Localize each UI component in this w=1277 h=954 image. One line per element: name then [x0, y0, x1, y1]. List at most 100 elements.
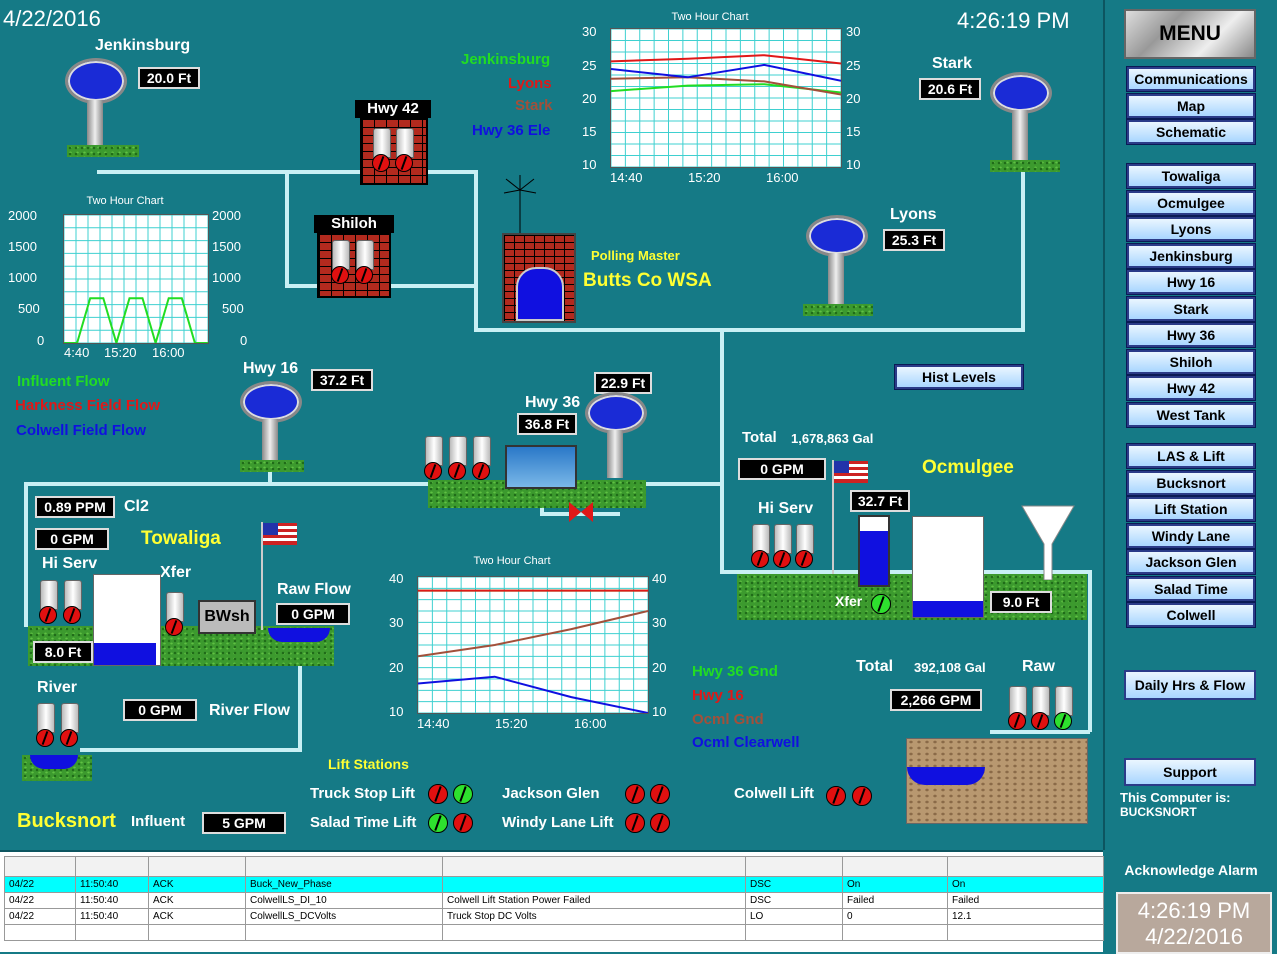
- mid-legend-3: Ocml Clearwell: [692, 734, 800, 751]
- polling-master-building[interactable]: [502, 233, 576, 323]
- ocmulgee-level: 32.7 Ft: [850, 490, 910, 512]
- towaliga-flag-icon: [260, 520, 300, 630]
- series-line-ocml-gnd: [417, 610, 649, 658]
- daily-hrs-button[interactable]: Daily Hrs & Flow: [1124, 670, 1256, 700]
- header-time: 4:26:19 PM: [957, 8, 1070, 33]
- nav-hwy-36[interactable]: Hwy 36: [1127, 323, 1255, 347]
- salad-time-ind-b[interactable]: [453, 813, 473, 833]
- colwell-ind-b[interactable]: [852, 786, 872, 806]
- bucksnort-name: Bucksnort: [17, 810, 116, 832]
- series-line-influent-flow: [64, 297, 208, 347]
- hist-levels-button[interactable]: Hist Levels: [895, 365, 1023, 389]
- river-flow-value: 0 GPM: [123, 699, 197, 721]
- funnel-icon: [1020, 504, 1076, 581]
- hwy42-label: Hwy 42: [355, 100, 431, 118]
- nav-ocmulgee[interactable]: Ocmulgee: [1127, 190, 1255, 215]
- raw-label: Raw: [1022, 658, 1055, 675]
- top-chart: [610, 28, 842, 168]
- clock-panel: 4:26:19 PM 4/22/2016: [1116, 892, 1272, 954]
- nav-shiloh[interactable]: Shiloh: [1127, 349, 1255, 374]
- mid-legend-1: Hwy 16: [692, 687, 744, 704]
- hwy16-label: Hwy 16: [243, 360, 299, 377]
- top-legend-0: Jenkinsburg: [461, 51, 551, 68]
- raw-total-label: Total: [856, 658, 894, 675]
- top-legend-1: Lyons: [508, 75, 552, 92]
- windy-lane-ind-a[interactable]: [625, 813, 645, 833]
- left-legend-1: Harkness Field Flow: [15, 397, 161, 414]
- ocmulgee-gpm: 0 GPM: [738, 458, 826, 480]
- jenkinsburg-tank[interactable]: [65, 58, 129, 154]
- hwy16-tank[interactable]: [240, 381, 304, 477]
- mid-chart: [417, 576, 649, 714]
- windy-lane-ind-b[interactable]: [650, 813, 670, 833]
- ocmulgee-clearwell: 9.0 Ft: [990, 591, 1052, 613]
- nav-jenkinsburg[interactable]: Jenkinsburg: [1127, 243, 1255, 268]
- lyons-tank[interactable]: [806, 215, 870, 311]
- mid-legend-0: Hwy 36 Gnd: [692, 663, 778, 680]
- shiloh-station[interactable]: [317, 232, 391, 298]
- nav-lift-station[interactable]: Lift Station: [1127, 497, 1255, 521]
- ocmulgee-total: 1,678,863 Gal: [791, 431, 874, 446]
- nav-windy-lane[interactable]: Windy Lane: [1127, 523, 1255, 548]
- truck-stop-ind-a[interactable]: [428, 784, 448, 804]
- nav-west-tank[interactable]: West Tank: [1127, 402, 1255, 427]
- colwell-ind-a[interactable]: [826, 786, 846, 806]
- ocmulgee-xfer: Xfer: [835, 593, 863, 609]
- raw-flow-value: 0 GPM: [276, 603, 350, 625]
- top-legend-2: Stark: [515, 97, 553, 114]
- towaliga-basin: [268, 628, 330, 642]
- ocmulgee-total-label: Total: [742, 429, 777, 446]
- support-button[interactable]: Support: [1124, 758, 1256, 786]
- truck-stop-ind-b[interactable]: [453, 784, 473, 804]
- nav-stark[interactable]: Stark: [1127, 296, 1255, 321]
- nav-map[interactable]: Map: [1127, 93, 1255, 118]
- nav-las-lift-stations[interactable]: LAS & Lift Stations: [1127, 444, 1255, 484]
- bucksnort-influent-label: Influent: [131, 813, 186, 830]
- menu-button[interactable]: MENU: [1124, 9, 1256, 59]
- lyons-label: Lyons: [890, 206, 937, 223]
- hwy36-level: 36.8 Ft: [517, 413, 577, 435]
- computer-name: BUCKSNORT: [1120, 805, 1197, 819]
- computer-label: This Computer is:: [1120, 790, 1231, 805]
- nav-salad-time[interactable]: Salad Time: [1127, 576, 1255, 601]
- nav-hwy-16[interactable]: Hwy 16: [1127, 270, 1255, 294]
- nav-colwell[interactable]: Colwell: [1127, 603, 1255, 627]
- nav-bucksnort[interactable]: Bucksnort: [1127, 470, 1255, 495]
- nav-schematic[interactable]: Schematic: [1127, 120, 1255, 144]
- ack-alarm-button[interactable]: Acknowledge Alarm: [1106, 853, 1276, 887]
- towaliga-bwsh[interactable]: BWsh: [198, 600, 256, 634]
- left-chart-title: Two Hour Chart: [86, 195, 164, 207]
- lift-item-truck-stop: Truck Stop Lift: [310, 785, 415, 802]
- nav-jackson-glen[interactable]: Jackson Glen: [1127, 550, 1255, 574]
- hwy36-tank[interactable]: [585, 392, 649, 488]
- series-line-hwy-36-ele: [610, 63, 842, 82]
- hwy42-station[interactable]: [360, 117, 428, 185]
- jackson-glen-ind-b[interactable]: [650, 784, 670, 804]
- nav-towaliga[interactable]: Towaliga: [1127, 164, 1255, 188]
- valve-icon[interactable]: [567, 500, 595, 524]
- stark-level: 20.6 Ft: [919, 78, 981, 100]
- ocmulgee-building: [912, 516, 984, 618]
- series-line-stark: [610, 76, 842, 96]
- nav-lyons[interactable]: Lyons: [1127, 217, 1255, 241]
- hwy36-label: Hwy 36: [525, 394, 581, 411]
- ocmulgee-xfer-indicator[interactable]: [871, 594, 891, 614]
- mid-legend-2: Ocml Gnd: [692, 711, 764, 728]
- hwy36-level2: 22.9 Ft: [594, 372, 652, 394]
- hwy16-level: 37.2 Ft: [311, 369, 373, 391]
- lift-item-windy-lane: Windy Lane Lift: [502, 814, 614, 831]
- raw-reservoir: [906, 738, 1088, 824]
- lift-title: Lift Stations: [328, 756, 409, 772]
- jenkinsburg-level: 20.0 Ft: [138, 67, 200, 89]
- stark-tank[interactable]: [990, 72, 1054, 168]
- nav-communications[interactable]: Communications: [1127, 67, 1255, 91]
- lyons-level: 25.3 Ft: [883, 229, 945, 251]
- salad-time-ind-a[interactable]: [428, 813, 448, 833]
- nav-hwy-42[interactable]: Hwy 42: [1127, 376, 1255, 400]
- jackson-glen-ind-a[interactable]: [625, 784, 645, 804]
- series-line-ocml-clearwell: [417, 675, 649, 714]
